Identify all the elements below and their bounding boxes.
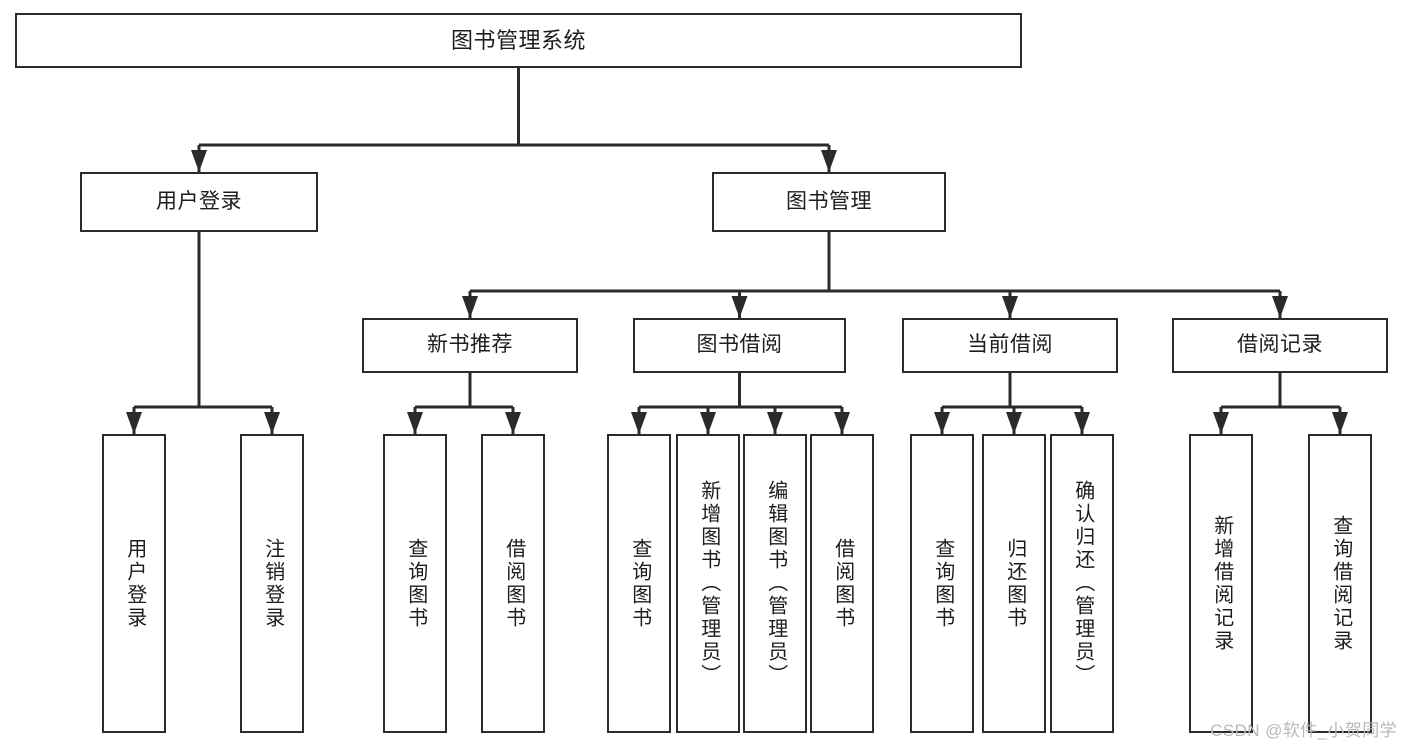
arrow-head-icon — [767, 412, 783, 434]
arrow-head-icon — [834, 412, 850, 434]
node-label: 查询借阅记录 — [1329, 514, 1352, 653]
node-label: 新增图书（管理员） — [697, 480, 720, 687]
node-label: 归还图书 — [1003, 537, 1026, 630]
node-label: 编辑图书（管理员） — [764, 480, 787, 687]
arrow-head-icon — [1002, 296, 1018, 318]
node-user-login[interactable]: 用户登录 — [80, 172, 318, 232]
node-label: 图书借阅 — [696, 333, 783, 357]
node-label: 图书管理系统 — [450, 27, 586, 53]
node-leaf-query-record[interactable]: 查询借阅记录 — [1308, 434, 1372, 733]
node-root[interactable]: 图书管理系统 — [15, 13, 1022, 68]
arrow-head-icon — [126, 412, 142, 434]
arrow-head-icon — [1213, 412, 1229, 434]
node-label: 当前借阅 — [967, 333, 1053, 357]
node-leaf-query-book-1[interactable]: 查询图书 — [383, 434, 447, 733]
node-leaf-query-book-2[interactable]: 查询图书 — [607, 434, 671, 733]
node-leaf-user-logout[interactable]: 注销登录 — [240, 434, 304, 733]
node-label: 用户登录 — [123, 537, 146, 630]
node-leaf-return-book[interactable]: 归还图书 — [982, 434, 1046, 733]
arrow-head-icon — [821, 150, 837, 172]
node-new-book-rec[interactable]: 新书推荐 — [362, 318, 578, 373]
node-leaf-query-book-3[interactable]: 查询图书 — [910, 434, 974, 733]
arrow-head-icon — [700, 412, 716, 434]
arrow-head-icon — [264, 412, 280, 434]
node-leaf-add-book[interactable]: 新增图书（管理员） — [676, 434, 740, 733]
node-leaf-user-login[interactable]: 用户登录 — [102, 434, 166, 733]
node-label: 借阅图书 — [831, 537, 854, 630]
node-leaf-edit-book[interactable]: 编辑图书（管理员） — [743, 434, 807, 733]
node-book-mgmt[interactable]: 图书管理 — [712, 172, 946, 232]
arrow-head-icon — [505, 412, 521, 434]
node-label: 借阅图书 — [502, 537, 525, 630]
arrow-head-icon — [731, 296, 748, 318]
node-label: 新增借阅记录 — [1210, 514, 1233, 653]
node-label: 注销登录 — [261, 537, 284, 630]
arrow-head-icon — [407, 412, 423, 434]
node-leaf-borrow-book-1[interactable]: 借阅图书 — [481, 434, 545, 733]
node-leaf-borrow-book-2[interactable]: 借阅图书 — [810, 434, 874, 733]
arrow-head-icon — [191, 150, 207, 172]
node-label: 用户登录 — [156, 189, 242, 213]
node-current-borrow[interactable]: 当前借阅 — [902, 318, 1118, 373]
arrow-head-icon — [934, 412, 950, 434]
node-label: 新书推荐 — [427, 333, 513, 357]
node-label: 查询图书 — [404, 537, 427, 630]
arrow-head-icon — [1332, 412, 1348, 434]
watermark-text: CSDN @软件_小贺同学 — [1210, 721, 1397, 740]
node-label: 图书管理 — [786, 189, 872, 213]
node-leaf-confirm-return[interactable]: 确认归还（管理员） — [1050, 434, 1114, 733]
arrow-head-icon — [631, 412, 647, 434]
node-borrow-record[interactable]: 借阅记录 — [1172, 318, 1388, 373]
node-label: 查询图书 — [628, 537, 651, 630]
node-label: 借阅记录 — [1237, 333, 1323, 357]
node-book-borrow[interactable]: 图书借阅 — [633, 318, 846, 373]
arrow-head-icon — [1074, 412, 1090, 434]
arrow-head-icon — [462, 296, 478, 318]
node-label: 确认归还（管理员） — [1071, 480, 1094, 687]
node-leaf-add-record[interactable]: 新增借阅记录 — [1189, 434, 1253, 733]
arrow-head-icon — [1272, 296, 1288, 318]
arrow-head-icon — [1006, 412, 1022, 434]
node-label: 查询图书 — [931, 537, 954, 630]
